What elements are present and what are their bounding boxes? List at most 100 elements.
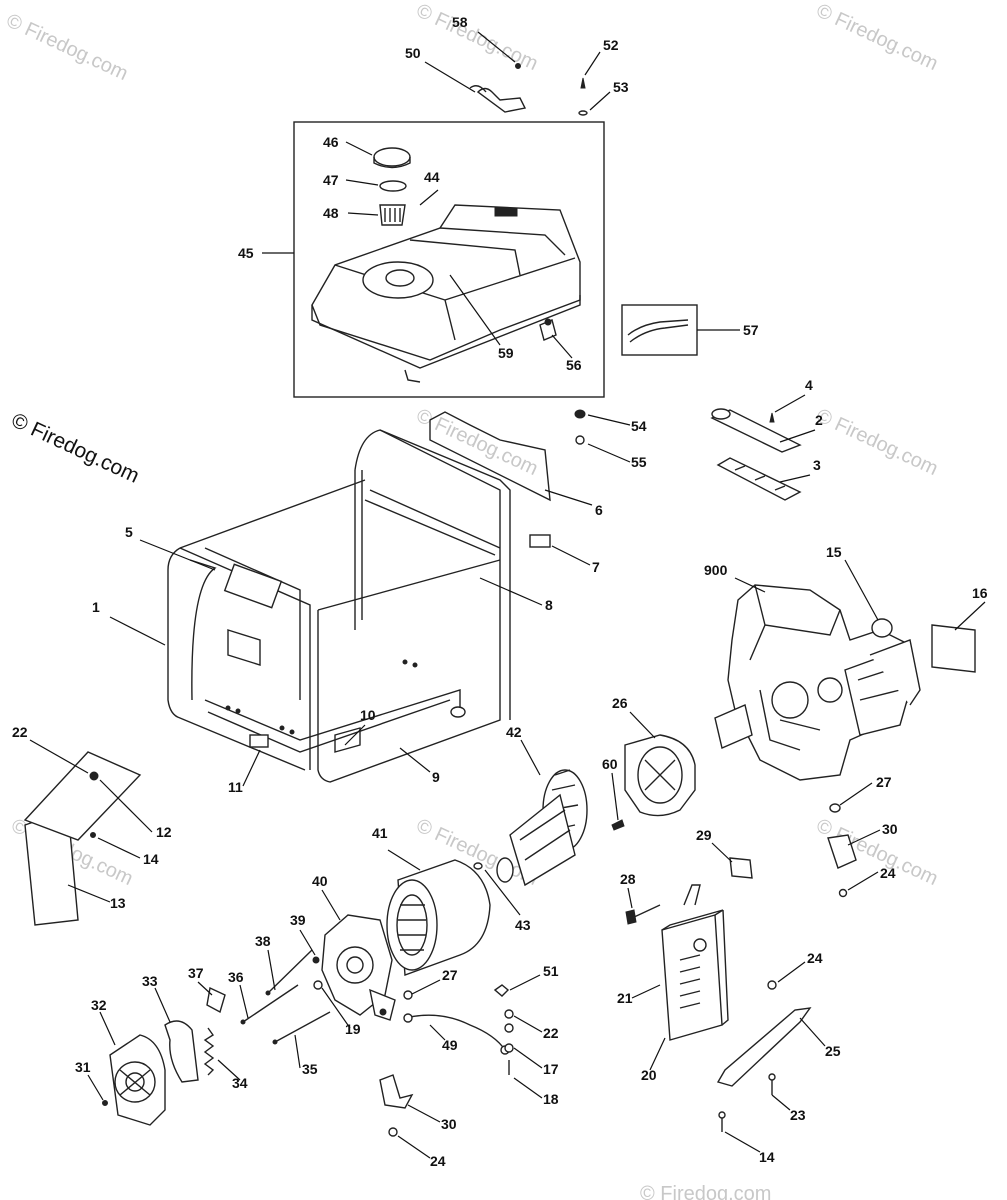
callout-label: 49	[442, 1037, 458, 1053]
nut	[767, 980, 777, 990]
callout-label: 20	[641, 1067, 657, 1083]
stator	[386, 859, 491, 976]
callout-label: 23	[790, 1107, 806, 1123]
callout-label: 33	[142, 973, 158, 989]
callout-label: 18	[543, 1091, 559, 1107]
wing-nut	[493, 984, 510, 997]
callout-label: 56	[566, 357, 582, 373]
fuel-strainer	[379, 204, 406, 226]
screw	[90, 832, 96, 838]
watermark: © Firedog.com	[8, 409, 143, 488]
callout-label: 9	[432, 769, 440, 785]
decal-panel	[429, 411, 551, 502]
washer	[312, 956, 320, 964]
callout-label: 28	[620, 871, 636, 887]
nut	[403, 990, 413, 1000]
callout-label: 40	[312, 873, 328, 889]
bolt	[631, 904, 661, 919]
callout-label: 17	[543, 1061, 559, 1077]
callout-label: 15	[826, 544, 842, 560]
vibration-mount	[379, 1074, 414, 1109]
callout-label: 13	[110, 895, 126, 911]
brush-holder	[206, 986, 226, 1014]
callout-label: 900	[704, 562, 728, 578]
callout-label: 14	[759, 1149, 775, 1165]
fuel-tank	[311, 204, 581, 383]
fuel-tank-group-box	[293, 121, 605, 398]
callout-label: 8	[545, 597, 553, 613]
callout-label: 53	[613, 79, 629, 95]
nut	[838, 888, 848, 898]
frame	[167, 429, 511, 783]
screw	[102, 1100, 108, 1106]
callout-label: 12	[156, 824, 172, 840]
label	[931, 624, 976, 673]
gasket	[729, 857, 753, 879]
callout-label: 7	[592, 559, 600, 575]
decal-small	[529, 534, 551, 548]
callout-label: 31	[75, 1059, 91, 1075]
callout-label: 36	[228, 969, 244, 985]
callout-label: 5	[125, 524, 133, 540]
bearing	[313, 980, 323, 990]
callout-label: 42	[506, 724, 522, 740]
callout-label: 59	[498, 345, 514, 361]
stud-36	[242, 984, 299, 1023]
callout-label: 44	[424, 169, 440, 185]
nut	[574, 409, 586, 419]
callout-label: 22	[543, 1025, 559, 1041]
callout-label: 50	[405, 45, 421, 61]
muffler	[661, 884, 729, 1041]
callout-label: 27	[442, 967, 458, 983]
callout-label: 22	[12, 724, 28, 740]
washer	[504, 1023, 514, 1033]
nut	[575, 435, 585, 445]
callout-label: 2	[815, 412, 823, 428]
callout-label: 47	[323, 172, 339, 188]
axle-tube	[710, 408, 802, 501]
fuel-cap-gasket	[379, 180, 407, 192]
callout-label: 45	[238, 245, 254, 261]
hose-box	[621, 304, 698, 356]
watermark: © Firedog.com	[813, 405, 941, 480]
callout-label: 34	[232, 1075, 248, 1091]
callout-label: 14	[143, 851, 159, 867]
washer	[473, 862, 483, 870]
washer	[578, 110, 588, 116]
engine	[714, 584, 921, 781]
callout-label: 51	[543, 963, 559, 979]
stud-38	[267, 949, 313, 994]
screw	[611, 819, 625, 831]
callout-label: 54	[631, 418, 647, 434]
screw	[515, 63, 521, 69]
callout-label: 24	[807, 950, 823, 966]
vibration-mount	[827, 834, 857, 869]
stud-35	[274, 1011, 331, 1043]
callout-label: 11	[228, 779, 243, 795]
callout-label: 24	[430, 1153, 446, 1169]
callout-label: 39	[290, 912, 306, 928]
watermark: © Firedog.com	[640, 1183, 771, 1200]
callout-label: 29	[696, 827, 712, 843]
nut	[89, 771, 99, 781]
nut	[829, 803, 841, 813]
callout-label: 6	[595, 502, 603, 518]
callout-label: 24	[880, 865, 896, 881]
callout-label: 16	[972, 585, 988, 601]
callout-label: 30	[441, 1116, 457, 1132]
muffler-bracket	[716, 1007, 812, 1087]
watermark: © Firedog.com	[3, 10, 131, 85]
callout-label: 37	[188, 965, 204, 981]
watermark: © Firedog.com	[413, 405, 541, 480]
end-bell	[321, 914, 396, 1021]
leader-lines	[29, 31, 986, 1159]
callout-label: 32	[91, 997, 107, 1013]
callout-label: 43	[515, 917, 531, 933]
callout-label: 60	[602, 756, 618, 772]
nut	[388, 1127, 398, 1137]
callout-label: 58	[452, 14, 468, 30]
screw	[580, 77, 586, 89]
callout-label: 10	[360, 707, 376, 723]
callout-label: 19	[345, 1021, 361, 1037]
